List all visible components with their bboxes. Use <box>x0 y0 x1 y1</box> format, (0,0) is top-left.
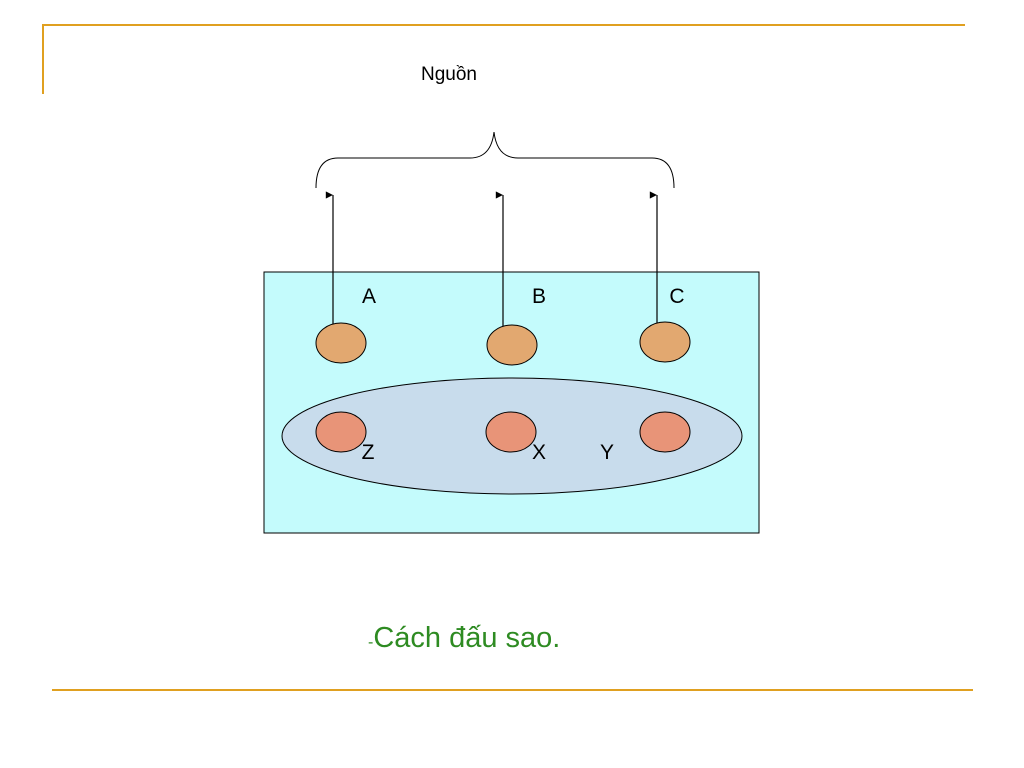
caption-dash: - <box>368 634 374 651</box>
label-c: C <box>669 285 684 308</box>
terminal-c <box>639 321 691 363</box>
label-x: X <box>532 441 546 464</box>
label-z: Z <box>362 441 375 464</box>
end-x <box>485 411 537 453</box>
end-z <box>315 411 367 453</box>
end-y <box>639 411 691 453</box>
label-a: A <box>362 285 376 308</box>
label-b: B <box>532 285 546 308</box>
caption: -Cách đấu sao. <box>368 622 560 655</box>
label-y: Y <box>600 441 614 464</box>
terminal-b <box>486 324 538 366</box>
terminal-a <box>315 322 367 364</box>
source-brace <box>315 131 675 189</box>
source-label: Nguồn <box>421 64 477 85</box>
caption-text: Cách đấu sao. <box>373 622 561 654</box>
